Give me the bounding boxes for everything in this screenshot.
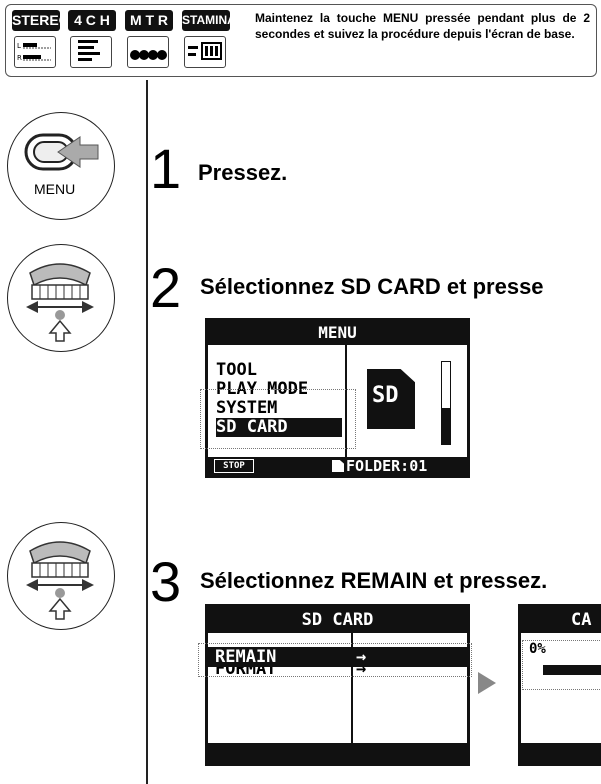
menu-label: MENU [34,181,76,197]
sd-badge: SD [372,383,399,408]
mode-4ch: 4 C H [68,10,116,70]
screen-divider [345,345,347,457]
step-2-number: 2 [150,256,182,319]
svg-text:L: L [17,42,21,50]
menu-item-sd-card: SD CARD [216,418,342,437]
capacity-screen-partial: CA 0% [518,604,601,766]
mode-label: STEREO [12,10,70,31]
divider-line [146,80,148,784]
stop-indicator: STOP [214,459,254,473]
menu-item-tool: TOOL [216,360,257,380]
svg-text:R: R [17,54,22,62]
menu-item-remain: REMAIN → [208,647,467,667]
mode-stereo: STEREO L R [12,10,70,70]
screen-footer [521,743,601,763]
selection-highlight [522,640,601,690]
4ch-meter-icon [70,36,112,68]
screen-divider [351,633,353,745]
instruction-text: Maintenez la touche MENU pressée pendant… [255,11,590,41]
sd-card-screen-title: SD CARD [208,607,467,633]
sd-card-screen: SD CARD REMAIN → FORMAT → [205,604,470,766]
step-1-text: Pressez. [198,160,288,185]
step-1-number: 1 [150,137,182,200]
menu-button-illustration: MENU [7,112,115,220]
sd-card-icon [367,369,415,429]
stamina-battery-icon [184,36,226,68]
dial-icon [26,541,94,620]
mode-stamina: STAMINA [182,10,236,70]
screen-footer [208,743,467,763]
menu-key-icon [24,133,99,171]
capacity-percent: 0% [529,641,546,657]
mtr-meter-icon [127,36,169,68]
scrollbar [441,361,451,445]
step-2-text: Sélectionnez SD CARD et presse [200,274,544,299]
stereo-meter-icon: L R [14,36,56,68]
capacity-title: CA [571,610,592,630]
menu-item-format: FORMAT → [215,667,367,677]
folder-icon [332,460,344,472]
dial-illustration [7,244,115,352]
next-arrow-icon [478,672,496,694]
step-3-number: 3 [150,550,182,613]
mode-label: 4 C H [68,10,116,31]
mode-mtr: M T R [125,10,173,70]
menu-screen: MENU TOOL PLAY MODE SYSTEM SD CARD SD ST… [205,318,470,478]
menu-screen-title: MENU [208,321,467,345]
mode-label: STAMINA [182,10,236,31]
selection-highlight [198,643,472,677]
folder-label: FOLDER:01 [346,457,428,475]
dial-illustration [7,522,115,630]
selection-highlight [200,389,356,449]
dial-icon [26,263,94,342]
mode-label: M T R [125,10,173,31]
progress-bar [543,665,601,675]
step-3-text: Sélectionnez REMAIN et pressez. [200,568,548,593]
mode-header [5,4,597,77]
menu-item-system: SYSTEM [216,398,278,418]
